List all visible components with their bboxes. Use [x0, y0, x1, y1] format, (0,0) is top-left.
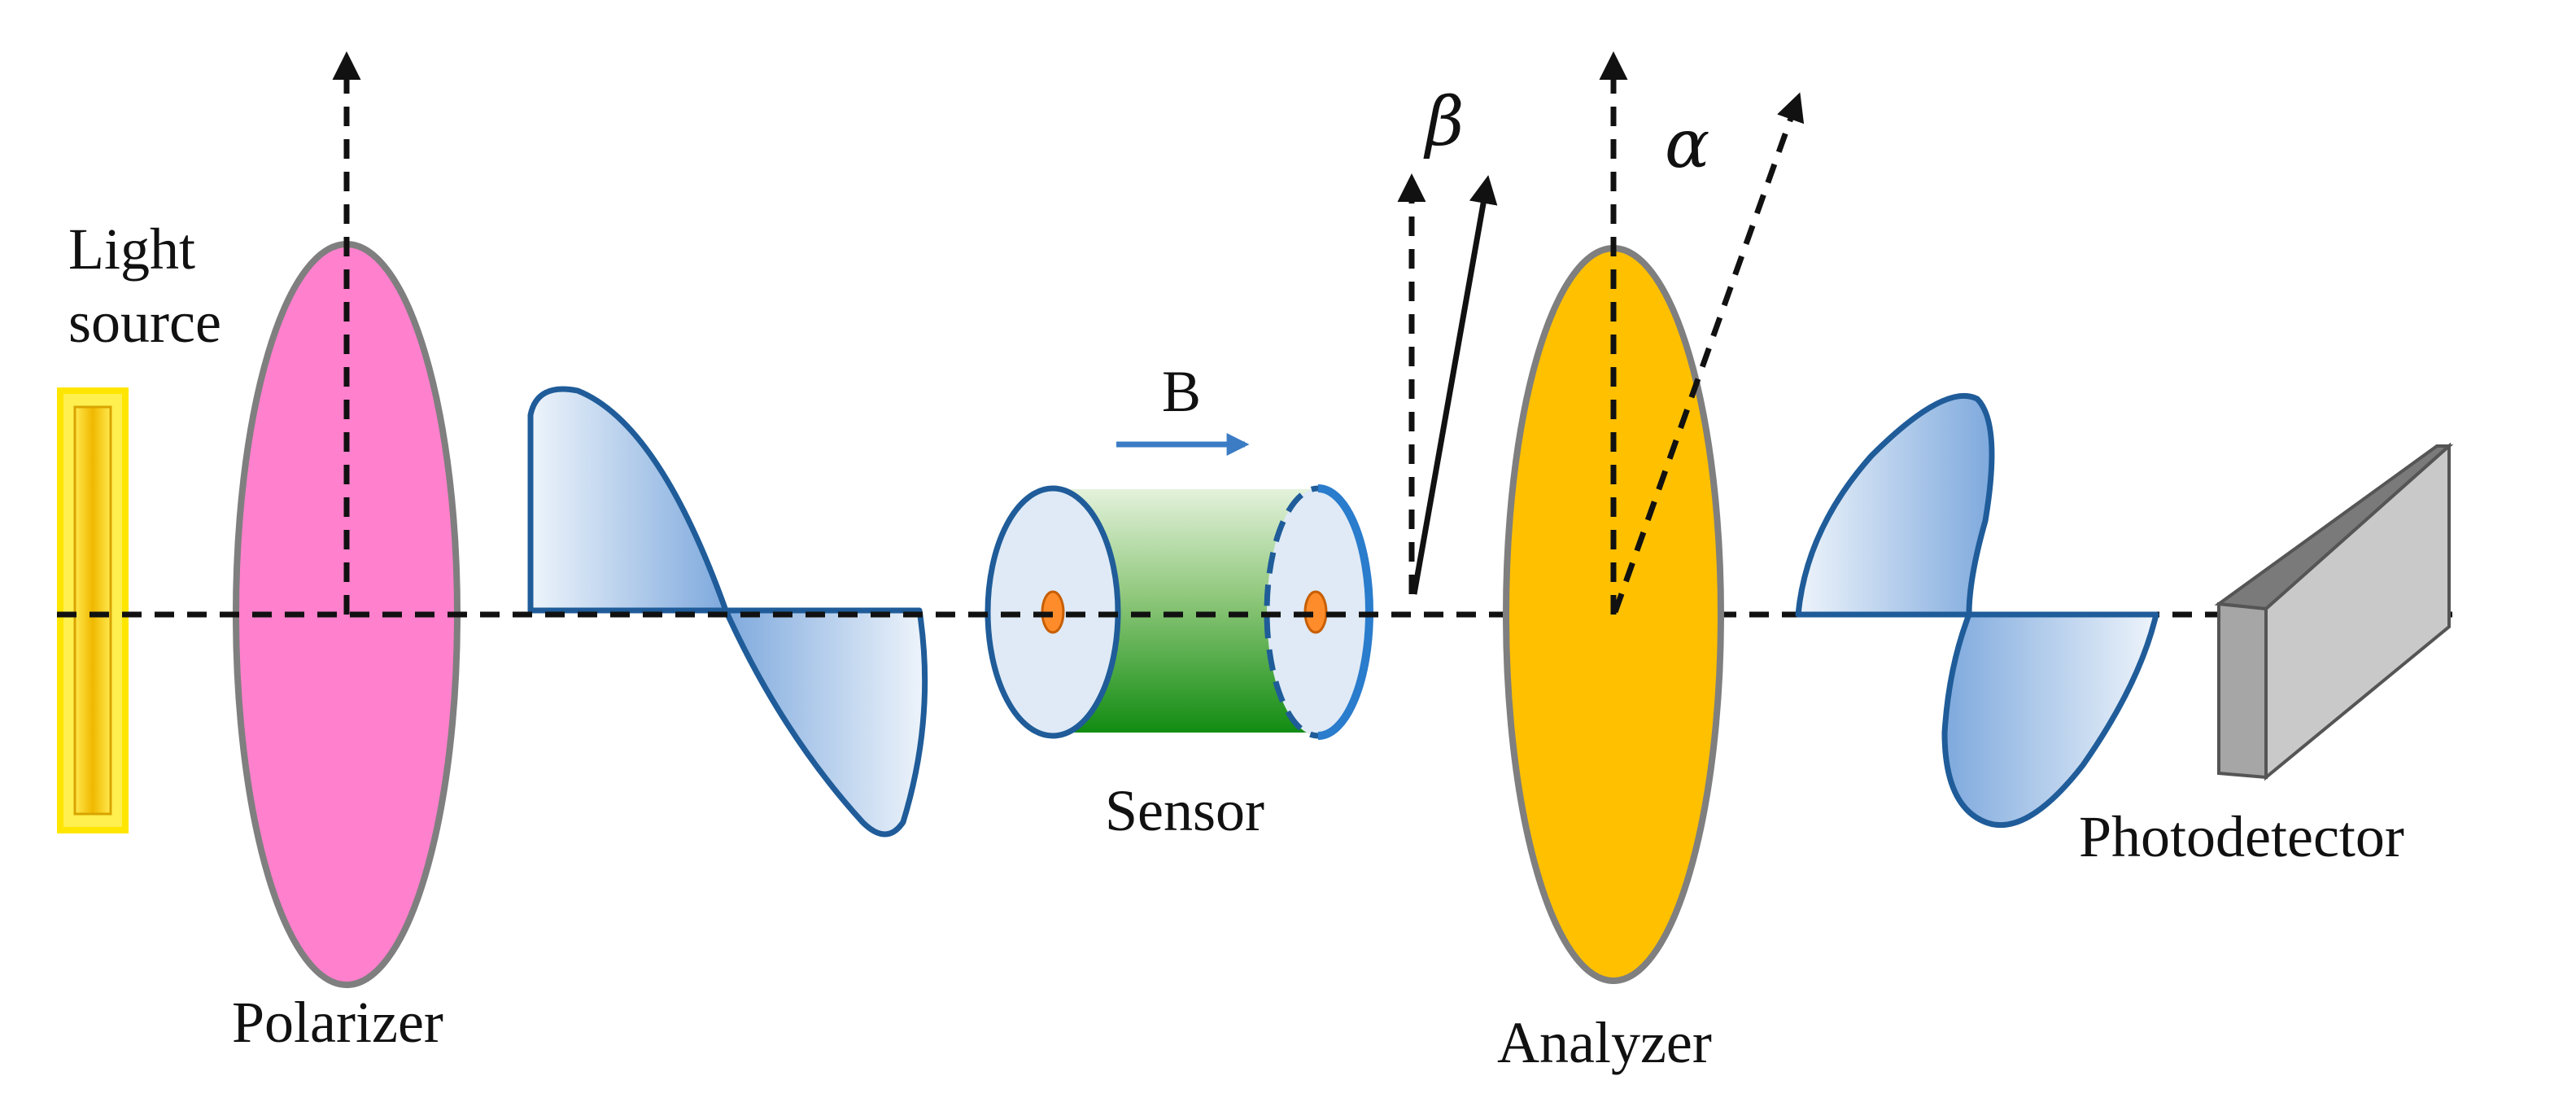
beta-rotated-arrow — [1411, 175, 1498, 595]
linearly-polarized-wave-2 — [1795, 392, 2159, 829]
sensor-label: Sensor — [1105, 778, 1264, 843]
magnetic-field-label: B — [1162, 359, 1201, 424]
light-source — [57, 387, 129, 833]
photodetector-label: Photodetector — [2079, 804, 2404, 869]
alpha-symbol: α — [1665, 106, 1709, 183]
linearly-polarized-wave-1 — [527, 386, 928, 838]
light-source-label-line2: source — [68, 290, 221, 355]
polarizer-label: Polarizer — [232, 990, 443, 1055]
beta-symbol: β — [1423, 84, 1464, 161]
analyzer-axis-arrow — [1612, 92, 1805, 614]
photodetector — [2214, 442, 2454, 781]
light-source-label-line1: Light — [68, 217, 195, 282]
analyzer-label: Analyzer — [1497, 1010, 1712, 1075]
sensor — [985, 484, 1373, 740]
